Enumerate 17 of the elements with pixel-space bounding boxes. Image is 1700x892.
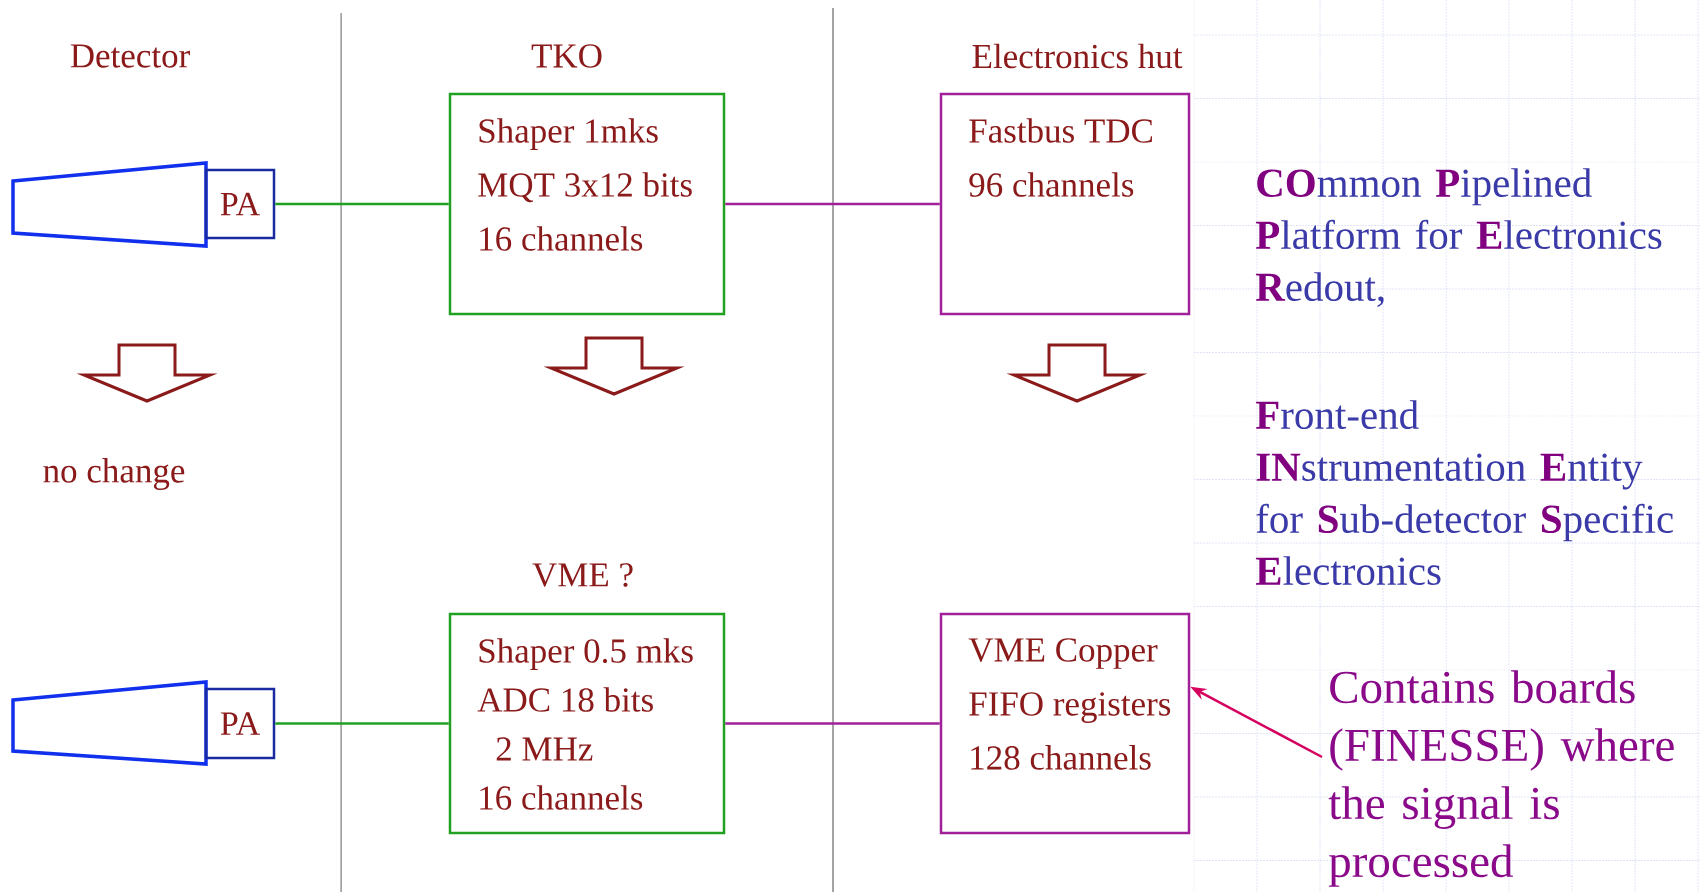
amplifier-box: PA [204, 168, 276, 240]
section-heading: Detector [70, 44, 190, 68]
detector-drawing [11, 161, 208, 248]
acronym-text: COmmon Pipelined Platform for Electronics Redout, [1255, 168, 1662, 307]
connector-line [275, 202, 449, 206]
connector-line [725, 202, 940, 206]
module-box: Fastbus TDC 96 channels [939, 92, 1191, 316]
annotation-text: Contains boards (FINESSE) where the signal is processed [1328, 670, 1674, 887]
connector-line [275, 722, 449, 725]
module-box: Shaper 0.5 mks ADC 18 bits 2 MHz 16 channels [448, 612, 726, 835]
amplifier-box: PA [204, 687, 276, 760]
connector-line [725, 722, 940, 725]
acronym-text: Front-end INstrumentation Entity for Sub-detector Specific Electronics [1255, 400, 1673, 586]
module-box: Shaper 1mks MQT 3x12 bits 16 channels [448, 92, 726, 316]
detector-drawing [11, 680, 208, 766]
module-box: VME Copper FIFO registers 128 channels [939, 612, 1191, 835]
note-text: no change [43, 458, 185, 490]
